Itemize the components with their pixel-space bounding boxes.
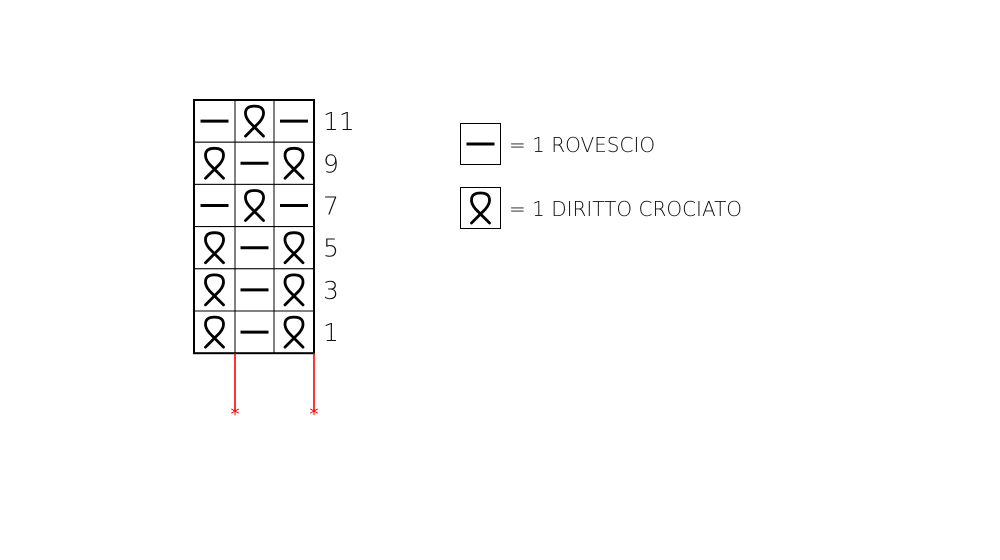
twisted-loop (204, 231, 225, 265)
chart-row: 1 (193, 310, 339, 354)
row-number-label: 7 (323, 192, 339, 221)
twisted-loop (204, 315, 225, 349)
chart-border (193, 99, 315, 355)
twisted-loop (283, 146, 305, 180)
row-number-label: 11 (323, 107, 355, 136)
twisted-loop (470, 191, 491, 225)
twisted-knit-symbol-icon (204, 231, 225, 265)
repeat-star-icon: * (310, 404, 319, 425)
legend-item: = 1 ROVESCIO (460, 123, 655, 165)
twisted-knit-symbol-icon (244, 104, 265, 138)
twisted-loop (283, 315, 305, 349)
twisted-loop (283, 231, 305, 265)
twisted-loop (244, 104, 265, 138)
twisted-knit-symbol-icon (244, 189, 265, 222)
row-number-label: 5 (323, 234, 339, 263)
legend-label: = 1 ROVESCIO (509, 133, 655, 157)
twisted-knit-symbol-icon (283, 315, 305, 349)
twisted-knit-symbol-icon (204, 315, 225, 349)
twisted-knit-symbol-icon (204, 146, 225, 180)
twisted-loop (204, 273, 225, 307)
chart-row: 7 (193, 183, 339, 228)
legend-label: = 1 DIRITTO CROCIATO (509, 197, 742, 221)
repeat-marker: * (310, 353, 319, 425)
twisted-knit-symbol-icon (283, 146, 305, 180)
chart-grid: 11 9 7 5 3 1 (193, 99, 355, 355)
twisted-loop (244, 189, 265, 222)
chart-row: 3 (193, 268, 339, 312)
twisted-loop (283, 273, 305, 307)
chart-row: 5 (193, 226, 339, 270)
twisted-knit-symbol-icon (283, 273, 305, 307)
row-number-label: 9 (323, 149, 339, 178)
repeat-star-icon: * (231, 404, 240, 425)
legend-item: = 1 DIRITTO CROCIATO (460, 187, 742, 229)
twisted-knit-symbol-icon (283, 231, 305, 265)
chart-row: 11 (193, 99, 355, 143)
chart-row: 9 (193, 141, 339, 185)
row-number-label: 1 (323, 318, 339, 347)
repeat-marker: * (231, 353, 240, 425)
twisted-knit-symbol-icon (204, 273, 225, 307)
row-number-label: 3 (323, 276, 339, 305)
twisted-knit-symbol-icon (470, 191, 491, 225)
twisted-loop (204, 146, 225, 180)
